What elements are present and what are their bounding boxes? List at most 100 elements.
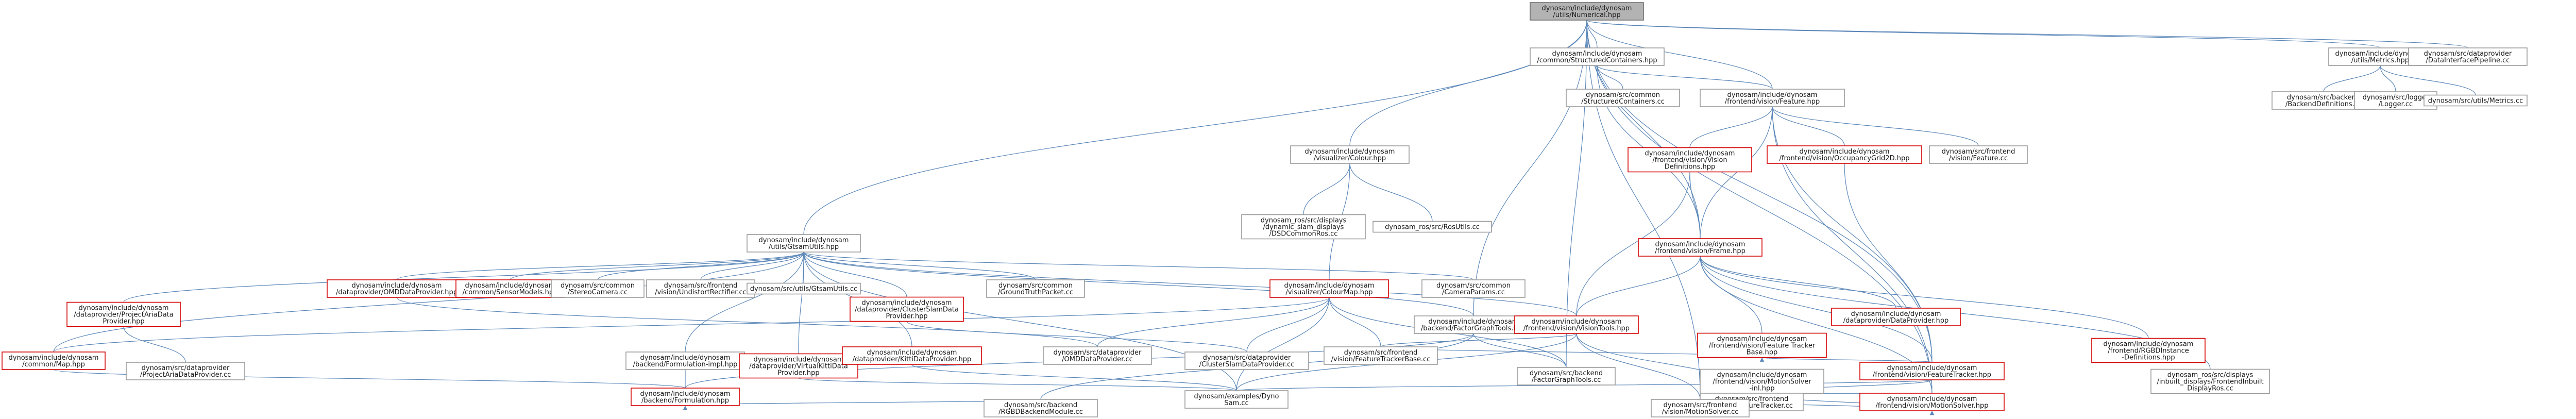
node-camparams[interactable]: dynosam/src/common/CameraParams.cc — [1421, 279, 1526, 298]
node-projectaria_cc[interactable]: dynosam/src/dataprovider/ProjectAriaData… — [126, 362, 245, 380]
node-label-line: /OMDDataProvider.cc — [1062, 356, 1133, 363]
node-label-line: /backend/FactorGraphTools.hpp — [1421, 325, 1526, 332]
node-label-line: Provider.hpp — [777, 370, 819, 377]
node-label-line: dynosam/include/dynosam — [1717, 336, 1807, 343]
node-label-line: dynosam/include/dynosam — [1284, 282, 1375, 290]
node-gtsam_utils[interactable]: dynosam/include/dynosam/utils/GtsamUtils… — [747, 234, 861, 253]
node-projectaria_hpp[interactable]: dynosam/include/dynosam/dataprovider/Pro… — [66, 301, 181, 327]
node-factorgraph_cc[interactable]: dynosam/src/backend/FactorGraphTools.cc — [1517, 367, 1616, 386]
node-label-line: dynosam/include/dynosam — [1887, 364, 1977, 372]
node-label-line: /GroundTruthPacket.cc — [998, 289, 1073, 296]
dependency-edge-vision_defs-visiontools — [1576, 167, 1692, 316]
dependency-edge-feature_hpp-occgrid — [1770, 102, 1845, 146]
node-factorgraph_hpp[interactable]: dynosam/include/dynosam/backend/FactorGr… — [1414, 315, 1533, 334]
dependency-edge-colour_hpp-rostils — [1347, 159, 1433, 222]
node-label-line: dynosam/src/common — [1436, 282, 1511, 290]
dependency-edge-colourmap-dyno_sam — [1236, 293, 1332, 391]
node-omd_hpp[interactable]: dynosam/include/dynosam/dataprovider/OMD… — [327, 279, 467, 298]
node-feature_cc[interactable]: dynosam/src/frontend/vision/Feature.cc — [1929, 145, 2028, 164]
node-clusterslam_cc[interactable]: dynosam/src/dataprovider/ClusterSlamData… — [1184, 351, 1309, 370]
node-label-line: Sam.cc — [1224, 399, 1248, 407]
node-dataprovider_hpp[interactable]: dynosam/include/dynosam/dataprovider/Dat… — [1831, 308, 1961, 326]
dependency-edge-gtsam_utils-factorgraph_hpp — [801, 247, 1474, 316]
node-rviz_common[interactable]: dynosam_ros/src/displays/dynamic_slam_di… — [1241, 214, 1366, 240]
node-colour_hpp[interactable]: dynosam/include/dynosam/visualizer/Colou… — [1290, 145, 1410, 164]
node-box — [66, 301, 181, 327]
node-label-line: dynosam/include/dynosam — [1851, 310, 1941, 318]
dependency-edge-colourmap-commonmap — [53, 293, 1332, 353]
node-feature_hpp[interactable]: dynosam/include/dynosam/frontend/vision/… — [1700, 89, 1845, 107]
node-label-line: dynosam/include/dynosam — [465, 282, 555, 290]
node-box — [1530, 2, 1644, 21]
dependency-edge-gtsam_utils-groundtruth — [801, 247, 1036, 280]
node-label-line: dynosam/include/dynosam — [862, 299, 952, 307]
node-motionsolver_cc[interactable]: dynosam/src/frontend/vision/MotionSolver… — [1651, 399, 1750, 417]
node-label-line: /common/StructuredContainers.hpp — [1537, 57, 1657, 64]
node-motionsolver_hpp[interactable]: dynosam/include/dynosam/frontend/vision/… — [1859, 393, 2005, 411]
node-metrics_cc[interactable]: dynosam/src/utils/Metrics.cc — [2424, 94, 2528, 107]
node-rostils[interactable]: dynosam_ros/src/RosUtils.cc — [1372, 221, 1492, 233]
dependency-edge-colourmap-clusterslam_cc — [1246, 293, 1332, 353]
node-featuretracker_hpp[interactable]: dynosam/include/dynosam/frontend/vision/… — [1859, 362, 2005, 380]
node-groundtruth[interactable]: dynosam/src/common/GroundTruthPacket.cc — [986, 279, 1085, 298]
node-vision_defs[interactable]: dynosam/include/dynosam/frontend/vision/… — [1628, 147, 1752, 173]
node-box — [1530, 47, 1665, 66]
node-rgbd_hpp[interactable]: dynosam/include/dynosam/frontend/RGBDIns… — [2091, 338, 2206, 363]
node-label-line: /ClusterSlamDataProvider.cc — [1199, 361, 1295, 368]
node-colourmap[interactable]: dynosam/include/dynosam/visualizer/Colou… — [1269, 279, 1389, 298]
node-root[interactable]: dynosam/include/dynosam/utils/Numerical.… — [1530, 2, 1644, 21]
node-box — [1269, 279, 1389, 298]
node-gtsam_cc[interactable]: dynosam/src/utils/GtsamUtils.cc — [747, 282, 861, 295]
node-label-line: dynosam/include/dynosam — [759, 237, 849, 244]
node-ftbase_hpp[interactable]: dynosam/include/dynosam/frontend/vision/… — [1697, 332, 1827, 358]
node-box — [842, 346, 982, 365]
node-ftbase_cc[interactable]: dynosam/src/frontend/vision/FeatureTrack… — [1324, 346, 1438, 365]
node-box — [2150, 368, 2270, 394]
node-rviz_frontend[interactable]: dynosam_ros/src/displays/inbuilt_display… — [2150, 368, 2270, 394]
node-box — [984, 399, 1098, 417]
node-rgbd_backend[interactable]: dynosam/src/backend/RGBDBackendModule.cc — [984, 399, 1098, 417]
node-box — [2, 351, 106, 370]
dependency-edge-root-factorgraph_hpp — [1473, 15, 1589, 316]
node-frame_hpp[interactable]: dynosam/include/dynosam/frontend/vision/… — [1638, 238, 1762, 257]
node-label-line: /vision/Feature.cc — [1949, 155, 2008, 162]
dependency-edge-kitti_hpp-dyno_sam — [909, 360, 1237, 391]
node-undistort[interactable]: dynosam/src/frontend/vision/UndistortRec… — [646, 279, 755, 298]
node-label-line: /RGBDBackendModule.cc — [998, 408, 1083, 416]
dependency-edge-frame_hpp-featuretracker_hpp — [1698, 252, 1933, 363]
node-commonmap[interactable]: dynosam/include/dynosam/common/Map.hpp — [2, 351, 106, 370]
node-label-line: dynosam/src/logger — [2363, 94, 2429, 102]
node-box — [850, 296, 964, 322]
node-vkitti_hpp[interactable]: dynosam/include/dynosam/dataprovider/Vir… — [739, 353, 858, 379]
node-structured[interactable]: dynosam/include/dynosam/common/Structure… — [1530, 47, 1665, 66]
node-label-line: /frontend/vision/MotionSolver — [1713, 378, 1811, 386]
node-dataint[interactable]: dynosam/src/dataprovider/DataInterfacePi… — [2408, 47, 2528, 66]
node-motionsolver_inl[interactable]: dynosam/include/dynosam/frontend/vision/… — [1700, 368, 1824, 394]
node-label-line: dynosam/include/dynosam — [1542, 5, 1632, 12]
node-formulation_impl[interactable]: dynosam/include/dynosam/backend/Formulat… — [625, 351, 745, 370]
node-box — [1697, 332, 1827, 358]
dependency-edge-gtsam_utils-visiontools — [801, 247, 1577, 316]
node-box — [1700, 368, 1824, 394]
node-label-line: dynosam/include/dynosam — [352, 282, 442, 290]
node-clusterslam_hpp[interactable]: dynosam/include/dynosam/dataprovider/Clu… — [850, 296, 964, 322]
node-box — [2408, 47, 2528, 66]
node-label-line: dynosam/include/dynosam — [1305, 148, 1395, 156]
node-occgrid[interactable]: dynosam/include/dynosam/frontend/vision/… — [1767, 145, 1922, 164]
node-omd_cc[interactable]: dynosam/src/dataprovider/OMDDataProvider… — [1043, 346, 1152, 365]
node-box — [126, 362, 245, 380]
node-label-line: /backend/Formulation.hpp — [641, 397, 729, 405]
dependency-edge-gtsam_utils-omd_hpp — [396, 247, 806, 280]
node-stereo_cam[interactable]: dynosam/src/common/StereoCamera.cc — [551, 279, 645, 298]
node-structured_cc[interactable]: dynosam/src/common/StructuredContainers.… — [1566, 89, 1680, 107]
node-label-line: /frontend/RGBDInstance — [2108, 347, 2189, 355]
node-label-line: /FactorGraphTools.cc — [1532, 376, 1601, 384]
node-label-line: dynosam/include/dynosam — [79, 305, 169, 312]
dependency-edge-gtsam_utils-stereo_cam — [597, 247, 806, 280]
node-formulation_hpp[interactable]: dynosam/include/dynosam/backend/Formulat… — [631, 388, 740, 406]
node-sensor_models[interactable]: dynosam/include/dynosam/common/SensorMod… — [455, 279, 565, 298]
node-logger[interactable]: dynosam/src/logger/Logger.cc — [2354, 91, 2437, 110]
node-kitti_hpp[interactable]: dynosam/include/dynosam/dataprovider/Kit… — [842, 346, 982, 365]
node-visiontools[interactable]: dynosam/include/dynosam/frontend/vision/… — [1514, 315, 1639, 334]
